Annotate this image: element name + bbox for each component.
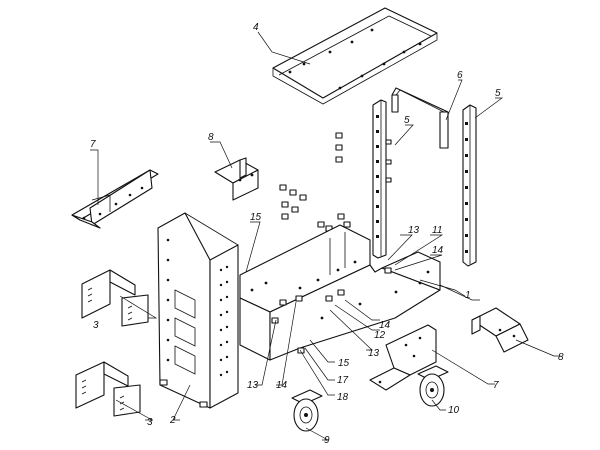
part-5-vertical-rail-right — [462, 104, 477, 267]
part-10-caster-wheel — [417, 365, 449, 407]
callout-5-right: 5 — [495, 88, 501, 99]
leader-lines — [90, 31, 560, 441]
part-7-angle-bracket-right — [369, 324, 437, 391]
callout-4: 4 — [253, 22, 259, 33]
part-1-main-body — [239, 224, 441, 361]
callout-13-mid: 13 — [368, 348, 380, 359]
callout-13-lower: 13 — [247, 380, 259, 391]
callout-13-upper: 13 — [408, 225, 420, 236]
callout-10: 10 — [448, 405, 460, 416]
callout-2: 2 — [169, 415, 176, 426]
callout-15-upper: 15 — [250, 212, 262, 223]
part-3-u-bracket-lower — [75, 361, 141, 417]
part-9-caster-wheel — [291, 389, 323, 432]
part-8-small-bracket-right — [471, 307, 529, 353]
part-6-bracket — [391, 87, 449, 149]
callout-3-upper: 3 — [93, 320, 99, 331]
callout-11: 11 — [432, 225, 442, 236]
callout-15-lower: 15 — [338, 358, 350, 369]
part-2-side-panel — [157, 212, 239, 409]
callout-9: 9 — [324, 435, 330, 446]
callout-12: 12 — [374, 330, 386, 341]
callout-1: 1 — [465, 290, 471, 301]
callout-labels: 4 5 6 5 7 8 15 13 11 14 1 14 12 13 15 17… — [90, 22, 564, 446]
callout-14-lower: 14 — [276, 380, 288, 391]
part-7-angle-bracket-upper — [71, 169, 159, 229]
callout-8-upper: 8 — [208, 132, 214, 143]
callout-18: 18 — [337, 392, 349, 403]
callout-14-upper: 14 — [432, 245, 444, 256]
callout-14-mid: 14 — [379, 320, 391, 331]
part-5-vertical-rail-left — [372, 99, 392, 259]
nut-group — [279, 132, 351, 232]
callout-5-left: 5 — [404, 115, 410, 126]
callout-6: 6 — [457, 70, 463, 81]
callout-17: 17 — [337, 375, 349, 386]
callout-7-right: 7 — [493, 380, 499, 391]
part-4-top-shelf — [272, 7, 438, 105]
callout-7-upper: 7 — [90, 139, 96, 150]
part-8-small-bracket-upper — [214, 157, 259, 201]
part-3-u-bracket-upper — [81, 269, 149, 327]
callout-8-right: 8 — [558, 352, 564, 363]
callout-3-lower: 3 — [147, 417, 153, 428]
